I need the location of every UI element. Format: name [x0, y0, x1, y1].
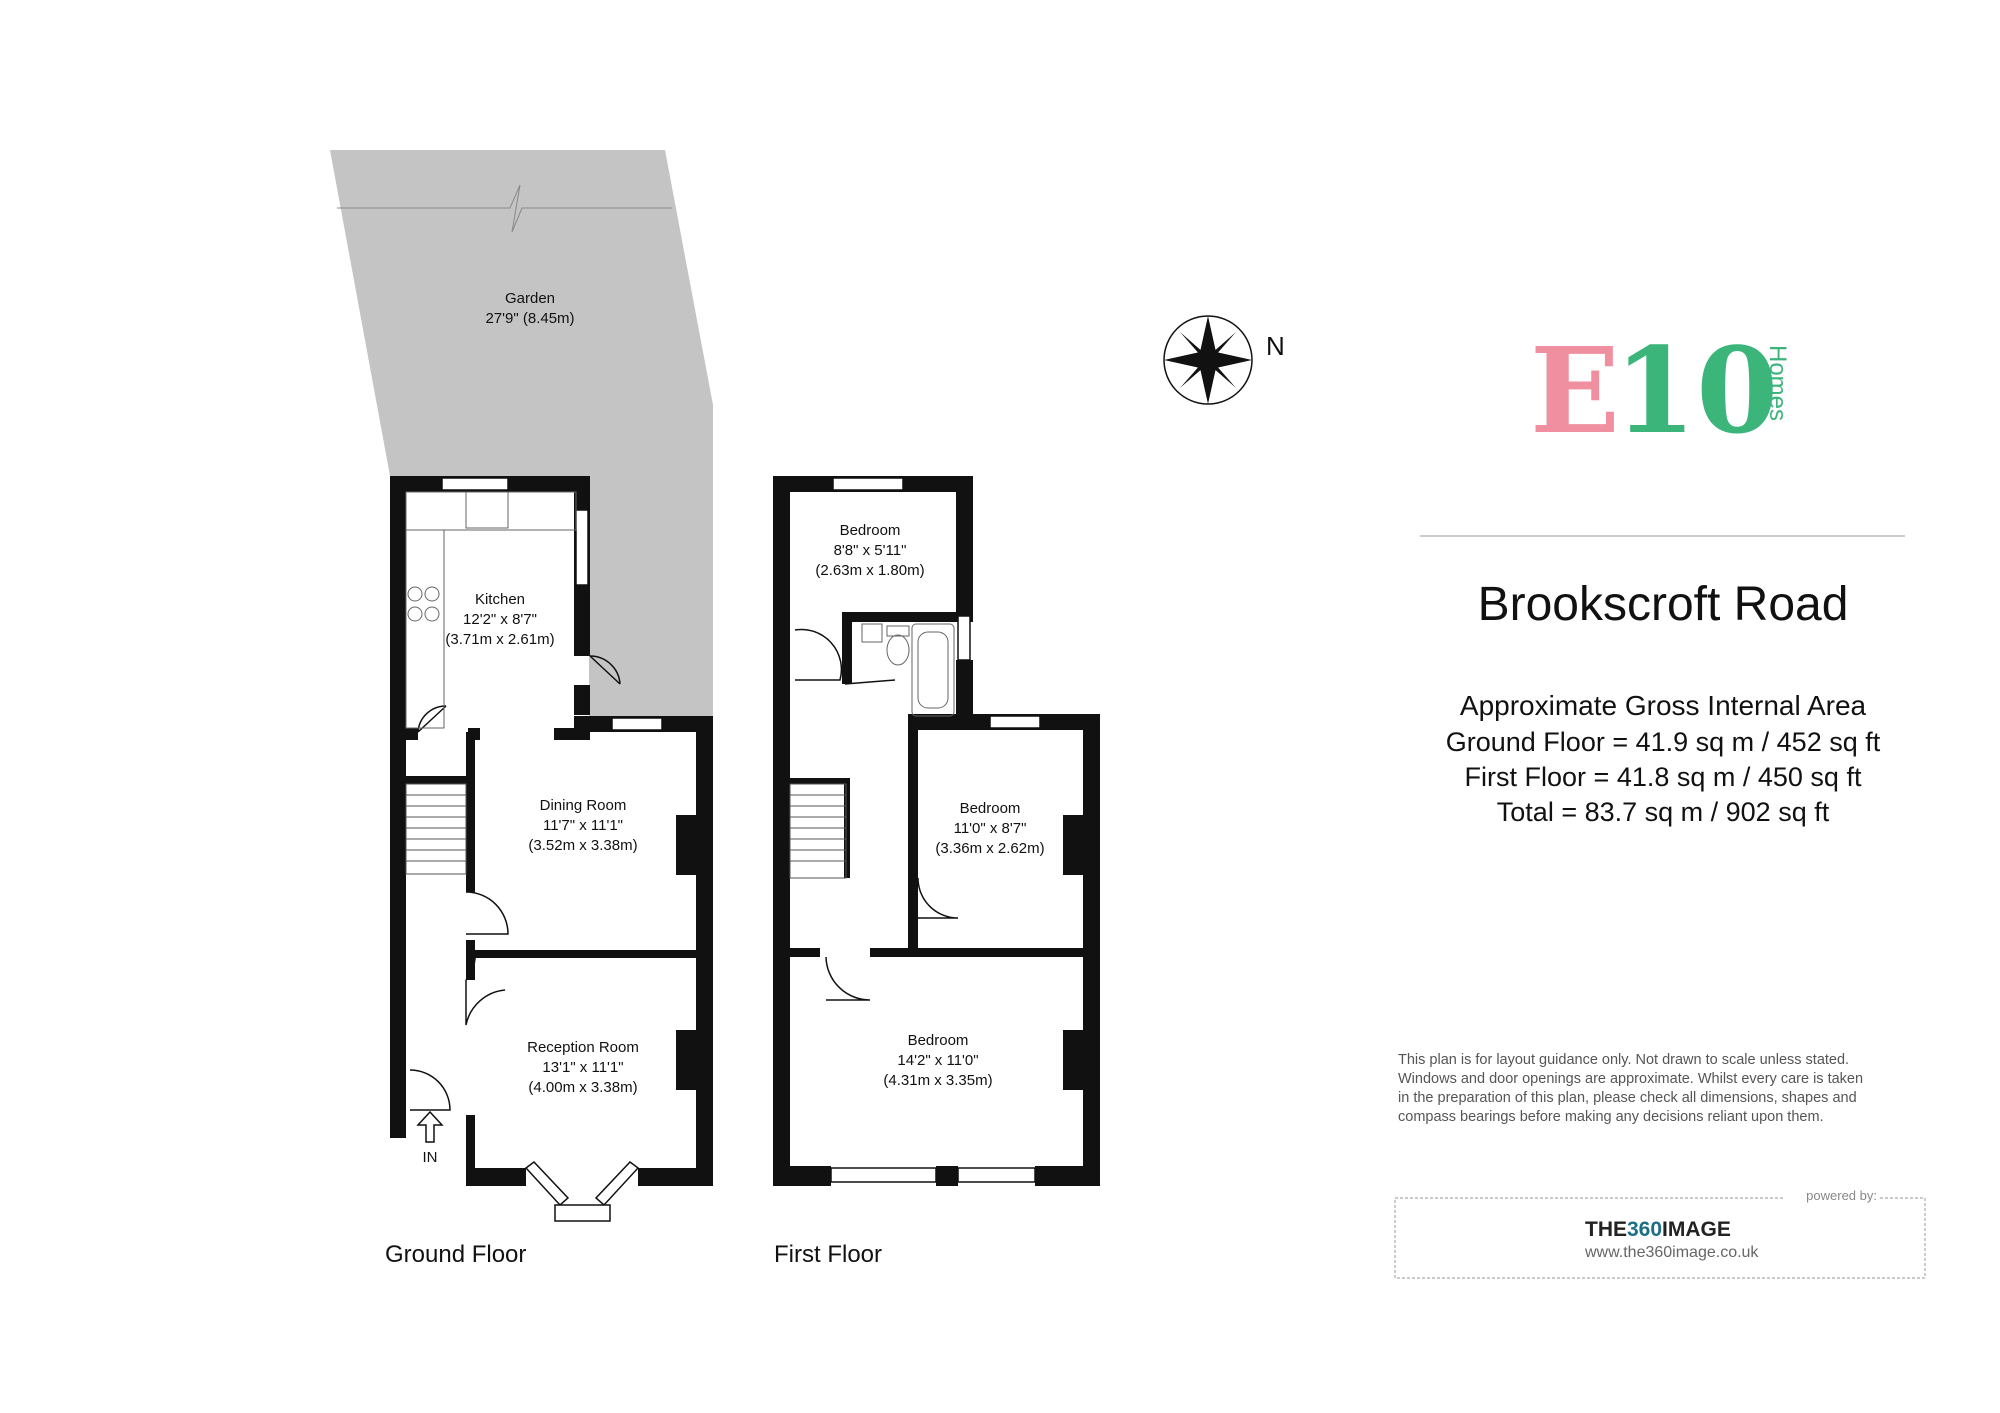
entrance-arrow-icon [416, 1110, 444, 1143]
first-floor-windows [830, 477, 1041, 1183]
garden-size: 27'9" (8.45m) [485, 310, 574, 327]
credit-brand: THE360IMAGE [1585, 1218, 1731, 1241]
disclaimer-line: This plan is for layout guidance only. N… [1398, 1052, 1849, 1068]
ground-floor-windows [441, 477, 663, 1222]
credit-box [1394, 1197, 1926, 1279]
disclaimer-line: Windows and door openings are approximat… [1398, 1071, 1863, 1087]
reception-room-metric: (4.00m x 3.38m) [528, 1079, 637, 1096]
bedroom-small-label: Bedroom [840, 522, 901, 539]
property-title: Brookscroft Road [1478, 578, 1849, 631]
entrance-label: IN [423, 1149, 438, 1166]
garden-label: Garden [505, 290, 555, 307]
dining-room-metric: (3.52m x 3.38m) [528, 837, 637, 854]
svg-text:E: E [1530, 321, 1620, 460]
compass-icon [1163, 315, 1253, 405]
compass-north-label: N [1266, 331, 1285, 361]
credit-url-link[interactable]: www.the360image.co.uk [1584, 1244, 1759, 1261]
bathroom-fixtures [861, 623, 955, 717]
ground-floor-label: Ground Floor [385, 1241, 526, 1268]
area-first-floor: First Floor = 41.8 sq m / 450 sq ft [1465, 762, 1862, 792]
first-floor-label: First Floor [774, 1241, 882, 1268]
kitchen-label: Kitchen [475, 591, 525, 608]
ground-floor-plan [390, 476, 713, 1186]
ground-floor-stairs [405, 783, 467, 875]
first-floor-plan [773, 476, 1100, 1186]
bedroom-mid-label: Bedroom [960, 800, 1021, 817]
area-ground-floor: Ground Floor = 41.9 sq m / 452 sq ft [1446, 727, 1881, 757]
bedroom-large-label: Bedroom [908, 1032, 969, 1049]
powered-by-label: powered by: [1806, 1188, 1877, 1203]
first-floor-stairs [789, 783, 847, 879]
e10-homes-logo: E 10 Homes [1530, 321, 1791, 460]
bedroom-mid-metric: (3.36m x 2.62m) [935, 840, 1044, 857]
svg-text:10: 10 [1614, 321, 1778, 460]
kitchen-units [405, 491, 577, 729]
svg-text:Homes: Homes [1764, 345, 1791, 421]
kitchen-metric: (3.71m x 2.61m) [445, 631, 554, 648]
dining-room-label: Dining Room [540, 797, 627, 814]
area-total: Total = 83.7 sq m / 902 sq ft [1497, 797, 1830, 827]
bedroom-small-metric: (2.63m x 1.80m) [815, 562, 924, 579]
disclaimer: This plan is for layout guidance only. N… [1398, 1052, 1863, 1125]
disclaimer-line: compass bearings before making any decis… [1398, 1109, 1824, 1125]
disclaimer-line: in the preparation of this plan, please … [1398, 1090, 1857, 1106]
area-heading: Approximate Gross Internal Area [1460, 690, 1867, 721]
garden-area [330, 150, 713, 716]
bedroom-large-metric: (4.31m x 3.35m) [883, 1072, 992, 1089]
bedroom-small-imperial: 8'8" x 5'11" [834, 542, 907, 559]
dining-room-imperial: 11'7" x 11'1" [543, 817, 623, 834]
reception-room-label: Reception Room [527, 1039, 639, 1056]
bedroom-mid-imperial: 11'0" x 8'7" [954, 820, 1027, 837]
kitchen-imperial: 12'2" x 8'7" [463, 611, 537, 628]
bedroom-large-imperial: 14'2" x 11'0" [897, 1052, 978, 1069]
reception-room-imperial: 13'1" x 11'1" [542, 1059, 623, 1076]
first-floor-doors [794, 628, 959, 1001]
